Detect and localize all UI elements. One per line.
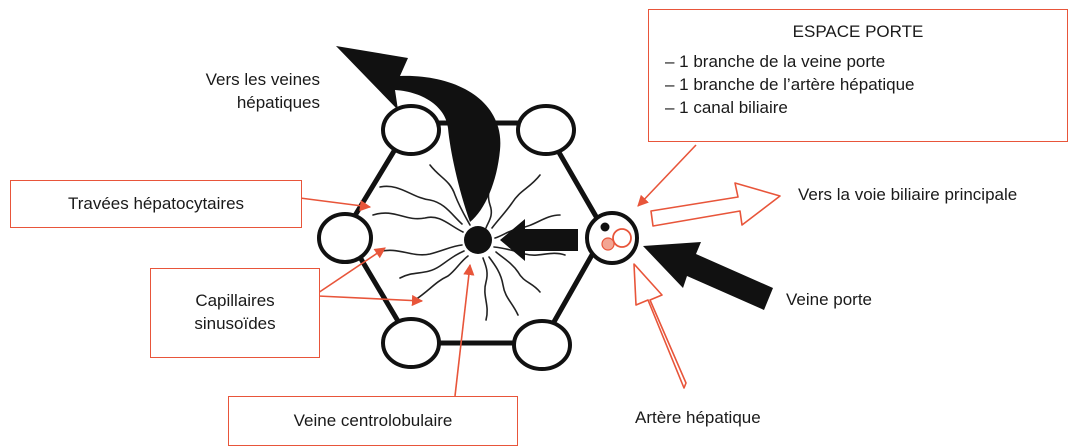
portal-space-circles <box>317 104 576 371</box>
bile-outflow-arrow <box>650 182 781 227</box>
flow-to-central-vein-arrow <box>500 219 578 261</box>
espace-porte-title: ESPACE PORTE <box>792 22 924 41</box>
central-vein-dot <box>464 226 492 254</box>
label-capillaires-line2: sinusoïdes <box>194 314 276 333</box>
box-veine-centrolobulaire: Veine centrolobulaire <box>228 396 518 446</box>
label-artere-hepatique: Artère hépatique <box>635 408 761 427</box>
leader-lines <box>299 144 697 397</box>
espace-porte-item: – 1 branche de la veine porte <box>665 52 886 71</box>
label-vers-veines-hepatiques: Vers les veines hépatiques <box>160 68 320 114</box>
hepatic-vein-outflow-arrow <box>336 46 501 222</box>
label-vers-veines-line2: hépatiques <box>236 93 320 112</box>
label-veine-porte: Veine porte <box>786 290 873 309</box>
espace-porte-item: – 1 canal biliaire <box>665 98 788 117</box>
sinusoid-lines <box>372 162 566 321</box>
label-capillaires-line1: Capillaires <box>195 291 275 310</box>
box-travees: Travées hépatocytaires <box>10 180 302 228</box>
box-espace-porte: ESPACE PORTE – 1 branche de la veine por… <box>648 9 1068 142</box>
portal-vein-inflow-arrow <box>643 242 773 310</box>
box-capillaires: Capillaires sinusoïdes <box>150 268 320 358</box>
espace-porte-item: – 1 branche de l’artère hépatique <box>665 75 915 94</box>
label-voie-biliaire: Vers la voie biliaire principale <box>798 185 1018 204</box>
hepatic-artery-inflow-arrow <box>633 263 687 389</box>
label-travees: Travées hépatocytaires <box>67 194 245 213</box>
label-veine-centrolobulaire: Veine centrolobulaire <box>293 411 453 430</box>
label-vers-veines-line1: Vers les veines <box>205 70 320 89</box>
portal-space-detail <box>585 211 639 265</box>
